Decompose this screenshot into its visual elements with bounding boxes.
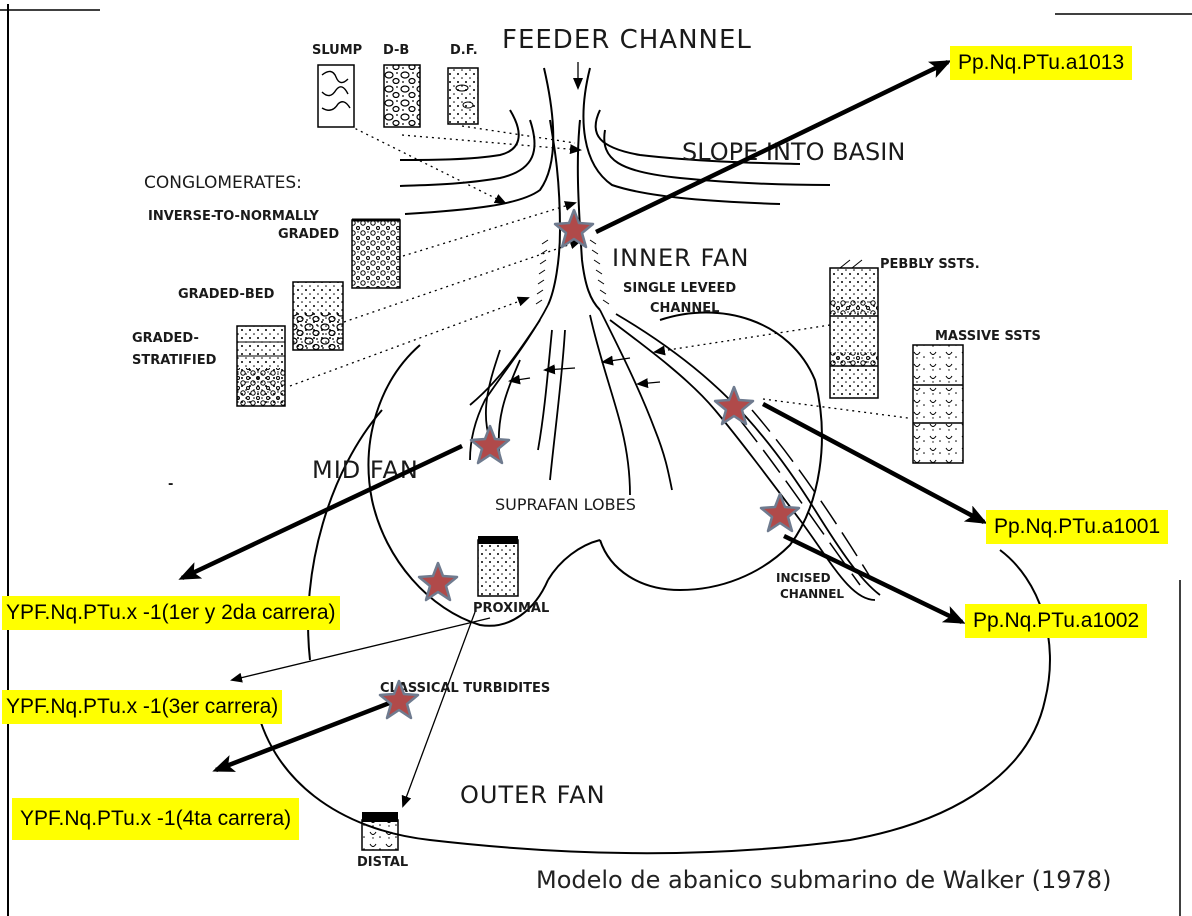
outer-fan-label: OUTER FAN <box>460 781 606 809</box>
column-debris-breccia <box>383 64 421 128</box>
feeder-channel-label: FEEDER CHANNEL <box>502 25 752 55</box>
well-label-x1: YPF.Nq.PTu.x -1(1er y 2da carrera) <box>2 596 340 630</box>
well-label-x3: YPF.Nq.PTu.x -1(3er carrera) <box>2 690 283 724</box>
levee-hatching <box>535 239 610 305</box>
distributary-channels <box>469 304 881 601</box>
arrow-a1013 <box>595 59 952 235</box>
slump-label: SLUMP <box>312 43 362 58</box>
star-markers <box>378 208 801 720</box>
well-label-a1001: Pp.Nq.PTu.a1001 <box>986 510 1169 544</box>
distal-label: DISTAL <box>357 855 408 870</box>
slope-label: SLOPE INTO BASIN <box>682 138 905 166</box>
incised-label-1: INCISED <box>776 571 831 585</box>
graded-strat-label-1: GRADED- <box>132 331 199 346</box>
column-debris-flow <box>447 67 479 125</box>
column-massive-ssts <box>912 344 964 464</box>
graded-label: GRADED <box>278 227 339 242</box>
arrow-a1002 <box>783 533 966 625</box>
column-graded-bed <box>292 281 344 351</box>
column-pebbly-ssts <box>829 259 879 399</box>
star-marker-icon <box>759 492 801 533</box>
well-label-x4: YPF.Nq.PTu.x -1(4ta carrera) <box>12 798 300 840</box>
well-label-a1002: Pp.Nq.PTu.a1002 <box>965 604 1148 638</box>
arrow-x1 <box>178 443 463 581</box>
arrow-a1001 <box>761 402 988 524</box>
incised-label-2: CHANNEL <box>780 587 844 601</box>
well-label-a1013: Pp.Nq.PTu.a1013 <box>950 46 1133 80</box>
column-graded-stratified <box>236 325 286 407</box>
inner-fan-label: INNER FAN <box>612 244 749 272</box>
suprafan-label: SUPRAFAN LOBES <box>495 495 636 514</box>
star-marker-icon <box>378 679 420 720</box>
column-proximal <box>477 536 519 597</box>
df-label: D.F. <box>450 43 478 58</box>
star-marker-icon <box>469 424 511 465</box>
single-leveed-label-2: CHANNEL <box>650 301 719 316</box>
mid-fan-label: MID FAN <box>312 456 419 484</box>
star-marker-icon <box>553 208 595 249</box>
inverse-label: INVERSE-TO-NORMALLY <box>148 209 319 224</box>
proximal-label: PROXIMAL <box>473 601 549 616</box>
dash-label: - <box>168 477 173 492</box>
star-marker-icon <box>713 385 755 426</box>
arrow-x3 <box>212 699 393 773</box>
classical-label: CLASSICAL TURBIDITES <box>380 681 550 696</box>
conglomerates-label: CONGLOMERATES: <box>144 173 302 193</box>
well-arrows <box>178 59 988 773</box>
dotted-leaders <box>289 117 909 419</box>
single-leveed-label-1: SINGLE LEVEED <box>623 281 736 296</box>
column-distal <box>361 812 399 851</box>
graded-strat-label-2: STRATIFIED <box>132 353 217 368</box>
pebbly-label: PEBBLY SSTS. <box>880 257 980 272</box>
diagram-labels: FEEDER CHANNEL SLUMP D-B D.F. SLOPE INTO… <box>132 25 1041 870</box>
graded-bed-label: GRADED-BED <box>178 287 275 302</box>
star-marker-icon <box>417 561 459 602</box>
massive-label: MASSIVE SSTS <box>935 329 1041 344</box>
figure-caption: Modelo de abanico submarino de Walker (1… <box>536 866 1112 894</box>
column-slump <box>317 64 355 128</box>
db-label: D-B <box>383 43 409 58</box>
column-inverse-graded <box>351 218 401 289</box>
flow-arrows <box>230 62 661 808</box>
